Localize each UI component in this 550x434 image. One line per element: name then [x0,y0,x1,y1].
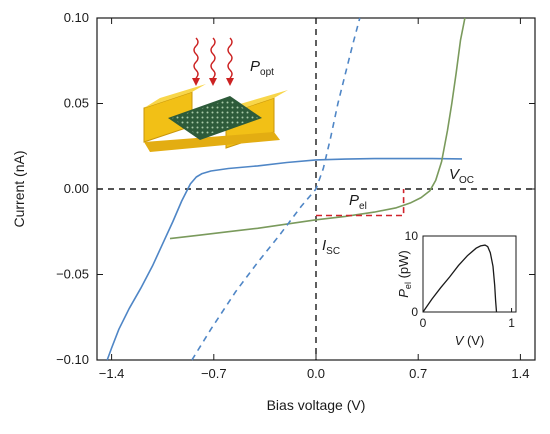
inset-y-title-var: P [396,289,411,298]
light-arrow-2 [210,37,216,79]
isc-label: ISC [322,237,340,257]
light-arrowhead-3 [226,78,234,86]
y-tick-label: −0.05 [56,267,89,282]
inset-frame [422,235,517,313]
inset-y-title-sub: el [403,282,413,289]
graphene-sheet-texture [172,99,258,137]
x-tick-label: 1.4 [511,366,529,381]
series-blue-dashed [191,17,361,361]
inset-x-tick-label: 1 [508,316,515,330]
y-tick-label: 0.05 [64,96,89,111]
inset-y-tick-label: 10 [405,229,419,243]
y-axis-title: Current (nA) [11,150,27,227]
series-green-solid [169,17,466,240]
voc-label: VOC [449,166,474,186]
inset-power-curve [422,244,498,313]
x-tick-label: 0.0 [307,366,325,381]
inset-x-title-unit: (V) [463,333,484,348]
series-blue-solid [106,157,463,361]
x-tick-label: −1.4 [99,366,125,381]
gold-base [144,132,280,152]
x-tick-label: −0.7 [201,366,227,381]
inset-y-tick-label: 0 [411,305,418,319]
annotation-layer: Popt Pel VOC ISC [250,58,474,257]
device-illustration [143,37,288,152]
y-tick-label: −0.10 [56,352,89,367]
x-tick-label: 0.7 [409,366,427,381]
light-arrows [192,37,234,86]
inset-y-title: Pel (pW) [396,250,413,297]
inset-x-title-var: V [455,333,465,348]
inset-x-tick-label: 0 [420,316,427,330]
light-arrow-1 [193,37,199,79]
inset-x-title: V (V) [455,333,485,348]
pel-rectangle [316,189,405,217]
light-arrowhead-2 [209,78,217,86]
x-axis-title: Bias voltage (V) [267,397,366,413]
light-arrowhead-1 [192,78,200,86]
light-arrow-3 [227,37,233,79]
series-layer [106,17,466,361]
y-tick-label: 0.00 [64,181,89,196]
popt-label: Popt [250,58,274,78]
gold-contact-left-top [144,84,206,108]
y-tick-label: 0.10 [64,10,89,25]
inset-y-title-unit: (pW) [396,250,411,282]
pel-label: Pel [349,192,367,212]
